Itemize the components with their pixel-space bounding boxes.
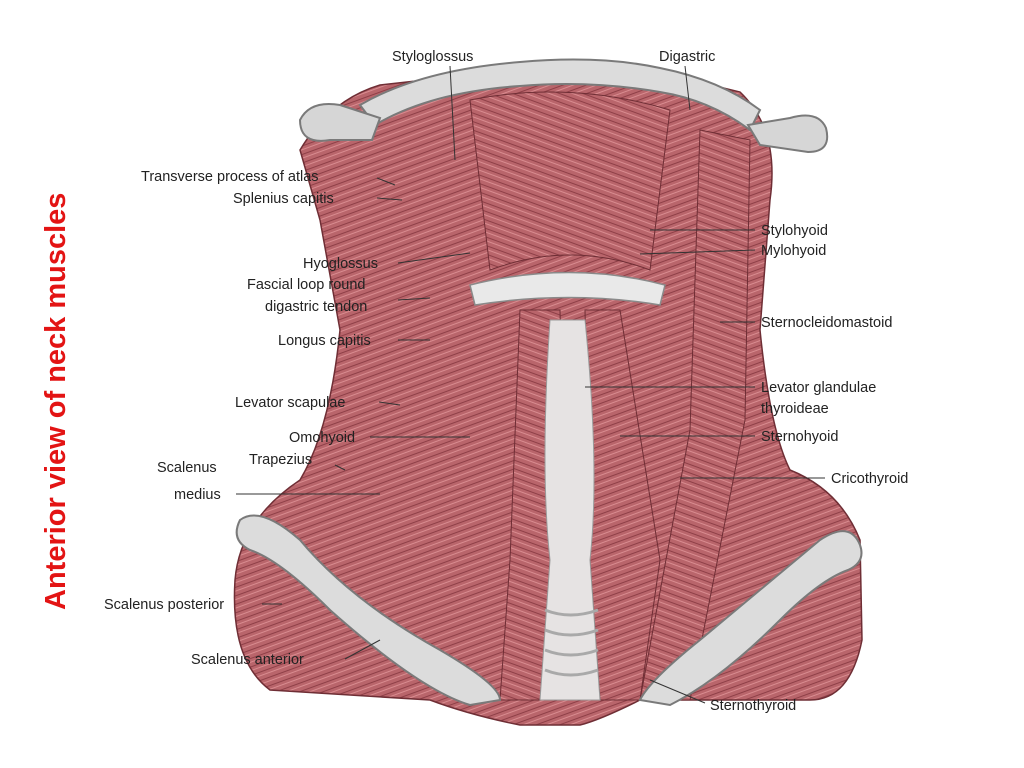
label-longus-capitis: Longus capitis (278, 333, 371, 349)
label-cricothyroid: Cricothyroid (831, 471, 908, 487)
label-levator-scapulae: Levator scapulae (235, 395, 345, 411)
label-sternothyroid: Sternothyroid (710, 698, 796, 714)
label-omohyoid: Omohyoid (289, 430, 355, 446)
label-levator-glandulae-line-2: thyroideae (761, 401, 829, 417)
label-fascial-loop-line-1: Fascial loop round (247, 277, 366, 293)
anatomy-artwork (233, 58, 863, 726)
label-scalenus-medius-line-2: medius (174, 487, 221, 503)
label-stylohyoid: Stylohyoid (761, 223, 828, 239)
right-transverse-process (746, 114, 829, 154)
tracheal-rings (544, 608, 599, 677)
label-fascial-loop-line-2: digastric tendon (265, 299, 367, 315)
label-transverse-process-of-atlas: Transverse process of atlas (141, 169, 319, 185)
label-levator-glandulae-line-1: Levator glandulae (761, 380, 876, 396)
floor-of-mouth (469, 91, 671, 271)
label-scalenus-anterior: Scalenus anterior (191, 652, 304, 668)
left-clavicle (235, 514, 502, 707)
leader-lines (236, 65, 825, 704)
mandible (358, 58, 762, 132)
label-scalenus-posterior: Scalenus posterior (104, 597, 224, 613)
label-sternocleidomastoid: Sternocleidomastoid (761, 315, 892, 331)
anatomy-labels: Styloglossus Digastric Transverse proces… (104, 49, 908, 714)
trachea (539, 319, 601, 701)
label-trapezius: Trapezius (249, 452, 312, 468)
label-splenius-capitis: Splenius capitis (233, 191, 334, 207)
label-hyoglossus: Hyoglossus (303, 256, 378, 272)
label-scalenus-medius-line-1: Scalenus (157, 460, 217, 476)
label-styloglossus: Styloglossus (392, 49, 473, 65)
label-digastric: Digastric (659, 49, 715, 65)
sternocleidomastoid-muscle (639, 129, 751, 701)
label-mylohyoid: Mylohyoid (761, 243, 826, 259)
hyoid-bone (469, 271, 666, 306)
left-transverse-process (298, 103, 382, 142)
right-clavicle (638, 530, 863, 707)
label-sternohyoid: Sternohyoid (761, 429, 838, 445)
